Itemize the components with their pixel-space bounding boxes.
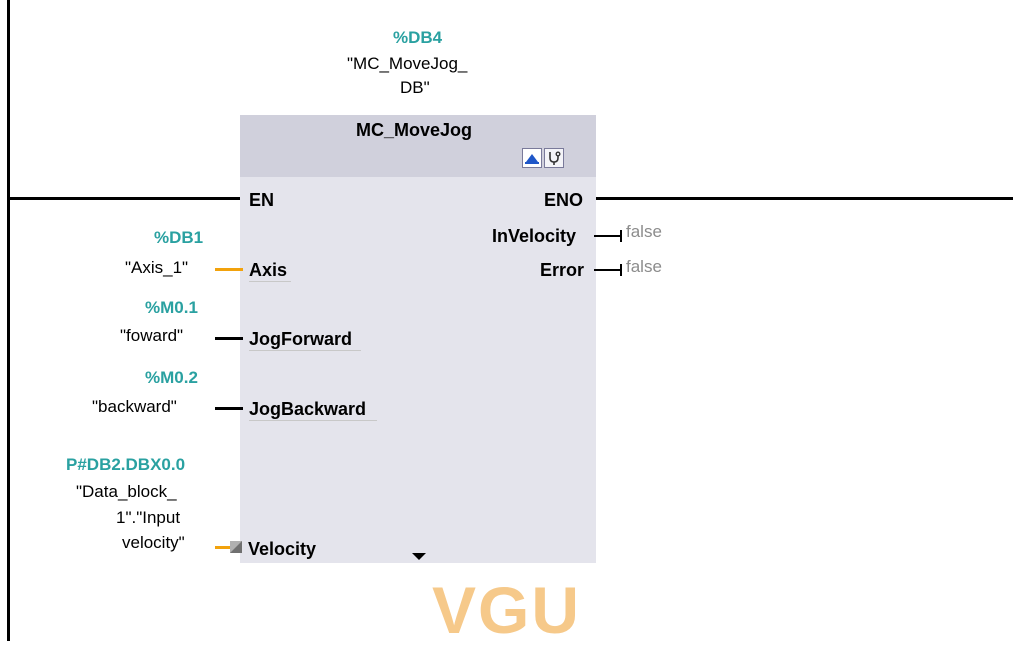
velocity-flag-icon: [230, 540, 242, 553]
axis-tag[interactable]: "Axis_1": [125, 258, 189, 277]
watermark-logo: VGU: [432, 573, 582, 647]
jogforward-address: %M0.1: [145, 298, 198, 317]
velocity-flag-glyph: [230, 541, 242, 553]
invelocity-value: false: [626, 222, 662, 241]
error-connector: [594, 269, 622, 271]
block-view-icon[interactable]: [522, 148, 542, 168]
velocity-tag-line1[interactable]: "Data_block_: [76, 482, 177, 501]
error-value: false: [626, 257, 662, 276]
error-pin[interactable]: Error: [540, 260, 585, 280]
invelocity-pin[interactable]: InVelocity: [492, 226, 577, 246]
velocity-pin[interactable]: Velocity: [248, 539, 317, 559]
jogforward-connector: [215, 337, 243, 340]
invelocity-connector: [594, 235, 622, 237]
jogbackward-address: %M0.2: [145, 368, 198, 387]
left-power-rail: [7, 0, 10, 641]
chevron-down-icon[interactable]: [412, 548, 426, 566]
velocity-tag-line3[interactable]: velocity": [122, 533, 185, 552]
eno-pin[interactable]: ENO: [544, 190, 584, 210]
axis-address: %DB1: [154, 228, 204, 247]
jogforward-tag[interactable]: "foward": [120, 326, 184, 345]
velocity-connector: [215, 546, 231, 549]
en-power-line: [10, 197, 241, 200]
block-view-glyph: [523, 149, 541, 167]
jogforward-pin[interactable]: JogForward: [249, 329, 361, 351]
function-block[interactable]: [240, 115, 596, 563]
en-pin[interactable]: EN: [249, 190, 275, 210]
instance-db-name-line1: "MC_MoveJog_: [347, 54, 468, 73]
jogbackward-connector: [215, 407, 243, 410]
axis-connector: [215, 268, 243, 271]
block-title: MC_MoveJog: [356, 120, 473, 140]
instance-db-name-line2: DB": [400, 78, 430, 97]
instance-db-address: %DB4: [393, 28, 443, 47]
chevron-down-glyph: [412, 553, 426, 560]
velocity-tag-line2[interactable]: 1"."Input: [116, 508, 181, 527]
error-connector-end: [620, 264, 622, 276]
velocity-address: P#DB2.DBX0.0: [66, 455, 186, 474]
axis-pin[interactable]: Axis: [249, 260, 291, 282]
jogbackward-pin[interactable]: JogBackward: [249, 399, 377, 421]
diagnostics-icon[interactable]: [544, 148, 564, 168]
jogbackward-tag[interactable]: "backward": [92, 397, 177, 416]
invelocity-connector-end: [620, 230, 622, 242]
diagnostics-glyph: [549, 151, 561, 165]
eno-power-line: [596, 197, 1013, 200]
